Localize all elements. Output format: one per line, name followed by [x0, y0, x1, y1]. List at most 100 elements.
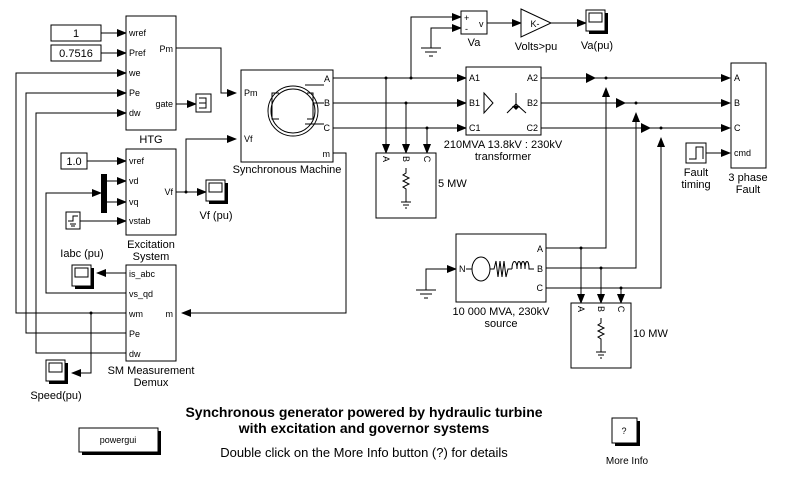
wire-va-plus [410, 13, 462, 78]
scope-iabc-label: Iabc (pu) [60, 248, 103, 260]
sm-port-m: m [323, 149, 331, 159]
va-out: v [479, 19, 484, 29]
wire-source-c [546, 137, 665, 289]
scope-iabc[interactable] [71, 264, 94, 289]
scope-va-label: Va(pu) [581, 40, 613, 52]
htg-port-pref: Pref [129, 48, 146, 58]
source-label-1: 10 000 MVA, 230kV [452, 306, 550, 318]
tr-port-b1: B1 [469, 98, 480, 108]
gain-block[interactable]: K- [520, 8, 553, 38]
more-info-button[interactable]: ? [611, 417, 640, 446]
fault-label-1: 3 phase [728, 172, 767, 184]
powergui-block[interactable]: powergui [78, 427, 161, 455]
load-5mw-block[interactable]: A B C [375, 152, 437, 219]
exc-port-vq: vq [129, 197, 139, 207]
three-phase-fault-block[interactable]: A B C cmd [730, 62, 767, 169]
sync-machine-label: Synchronous Machine [233, 164, 342, 176]
htg-port-dw: dw [129, 108, 141, 118]
demux-port-is-abc: is_abc [129, 269, 156, 279]
source-port-a: A [537, 244, 543, 254]
source-port-c: C [537, 283, 544, 293]
fault-port-a: A [734, 73, 740, 83]
sm-port-vf: Vf [244, 134, 253, 144]
scope-vf-label: Vf (pu) [199, 210, 232, 222]
load10-port-a: A [576, 306, 586, 312]
const-wref-value: 1 [73, 28, 79, 40]
wire-wm-we [15, 69, 127, 314]
title-line-1: Synchronous generator powered by hydraul… [185, 404, 542, 420]
demux-port-dw: dw [129, 349, 141, 359]
more-info-glyph: ? [621, 426, 626, 436]
wire-pe [25, 89, 127, 334]
transformer-label-2: transformer [475, 151, 532, 163]
wire-pm [176, 47, 237, 97]
excitation-label-2: System [133, 251, 170, 263]
mux-block[interactable] [101, 174, 107, 213]
ground-source [416, 289, 436, 299]
fault-port-cmd: cmd [734, 148, 751, 158]
wire-source-n [425, 265, 457, 290]
sm-demux-block[interactable]: is_abc vs_qd wm Pe dw m [125, 264, 177, 362]
htg-port-wref: wref [128, 28, 147, 38]
sm-port-pm: Pm [244, 88, 258, 98]
tr-port-c1: C1 [469, 123, 481, 133]
load5-port-a: A [381, 156, 391, 162]
fault-timing-label-2: timing [681, 179, 710, 191]
va-minus: - [465, 24, 468, 34]
wire-dw [35, 109, 127, 354]
powergui-label: powergui [100, 435, 137, 445]
wire-speed [71, 313, 92, 377]
const-pref-value: 0.7516 [59, 48, 93, 60]
voltmeter-label: Va [468, 37, 482, 49]
wire-source-a [546, 87, 610, 249]
scope-vf[interactable] [205, 179, 228, 204]
transformer-block[interactable]: A1 B1 C1 A2 B2 C2 [465, 66, 542, 136]
const-pref-block[interactable]: 0.7516 [50, 44, 102, 62]
htg-port-we: we [128, 68, 141, 78]
exc-port-vstab: vstab [129, 216, 151, 226]
load10-port-b: B [596, 306, 606, 312]
load5-port-b: B [401, 156, 411, 162]
synchronous-machine-block[interactable]: Pm Vf A B C m [240, 69, 334, 163]
load5-port-c: C [422, 156, 432, 163]
source-port-b: B [537, 264, 543, 274]
demux-label-2: Demux [134, 377, 169, 389]
fault-label-2: Fault [736, 184, 760, 196]
tr-port-a2: A2 [527, 73, 538, 83]
excitation-system-block[interactable]: vref vd vq vstab Vf [125, 148, 177, 236]
title-line-2: with excitation and governor systems [238, 420, 490, 436]
const-wref-block[interactable]: 1 [50, 24, 102, 42]
load10-label: 10 MW [633, 328, 668, 340]
wire-m [181, 152, 347, 317]
demux-port-m: m [166, 309, 174, 319]
source-port-n: N [459, 264, 466, 274]
wire-vf-machine [185, 135, 237, 192]
transformer-label-1: 210MVA 13.8kV : 230kV [444, 139, 563, 151]
scope-speed[interactable] [45, 359, 68, 384]
tr-port-a1: A1 [469, 73, 480, 83]
wire-vs-qd [45, 189, 126, 294]
fault-port-c: C [734, 123, 741, 133]
va-plus: + [464, 13, 469, 23]
fault-port-b: B [734, 98, 740, 108]
demux-label-1: SM Measurement [108, 365, 195, 377]
source-label-2: source [484, 318, 517, 330]
fault-timing-block[interactable] [685, 142, 707, 164]
htg-label: HTG [139, 134, 162, 146]
scope-va[interactable] [585, 9, 608, 34]
htg-port-pm: Pm [160, 44, 174, 54]
step-vstab-block[interactable] [65, 211, 81, 230]
load5-label: 5 MW [438, 178, 467, 190]
voltmeter-va-block[interactable]: + - v [460, 10, 488, 35]
exc-port-vf: Vf [164, 187, 173, 197]
load-10mw-block[interactable]: A B C [570, 302, 632, 369]
excitation-label-1: Excitation [127, 239, 175, 251]
htg-block[interactable]: wref Pref we Pe dw Pm gate [125, 15, 177, 131]
gain-k: K- [531, 19, 540, 29]
sm-port-b: B [324, 98, 330, 108]
gate-terminator[interactable] [195, 93, 212, 113]
source-block[interactable]: N A B C [455, 233, 547, 303]
const-vref-block[interactable]: 1.0 [60, 152, 88, 170]
scope-speed-label: Speed(pu) [30, 390, 81, 402]
